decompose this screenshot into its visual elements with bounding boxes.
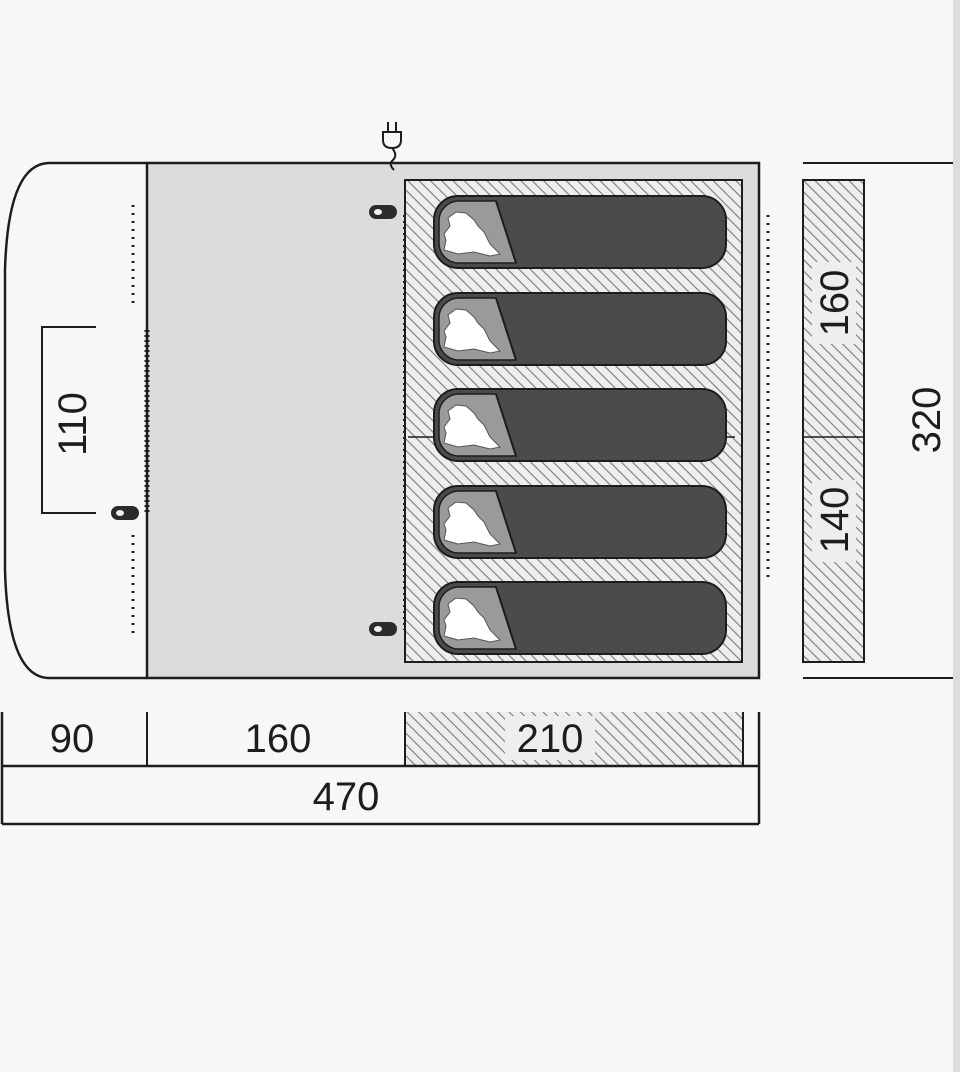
bedroom-width-a-label: 160: [813, 270, 857, 337]
bedroom-width-b-label: 140: [813, 487, 857, 554]
sleeping-bag-icon: [433, 195, 727, 269]
porch-length-label: 90: [50, 717, 95, 761]
light-point-icon: [111, 506, 139, 520]
living-length-label: 160: [245, 717, 312, 761]
bedroom-area: [404, 179, 743, 663]
light-point-icon: [369, 205, 397, 219]
right-edge-border: [953, 0, 960, 1072]
total-length-label: 470: [313, 775, 380, 819]
length-scale: 90 160 210 470: [0, 712, 761, 826]
door-width-marker: 110: [41, 326, 96, 514]
light-point-icon: [369, 622, 397, 636]
sleeping-bag-icon: [433, 292, 727, 366]
bedroom-length-label: 210: [517, 717, 584, 761]
porch-area: [3, 161, 147, 680]
sleeping-bag-icon: [433, 388, 727, 462]
sleeping-bag-icon: [433, 581, 727, 655]
door-width-label: 110: [51, 392, 95, 456]
total-width-label: 320: [905, 387, 949, 454]
width-diagram: 160 140 320: [802, 162, 953, 679]
sleeping-bag-icon: [433, 485, 727, 559]
power-plug-icon: [382, 122, 402, 171]
